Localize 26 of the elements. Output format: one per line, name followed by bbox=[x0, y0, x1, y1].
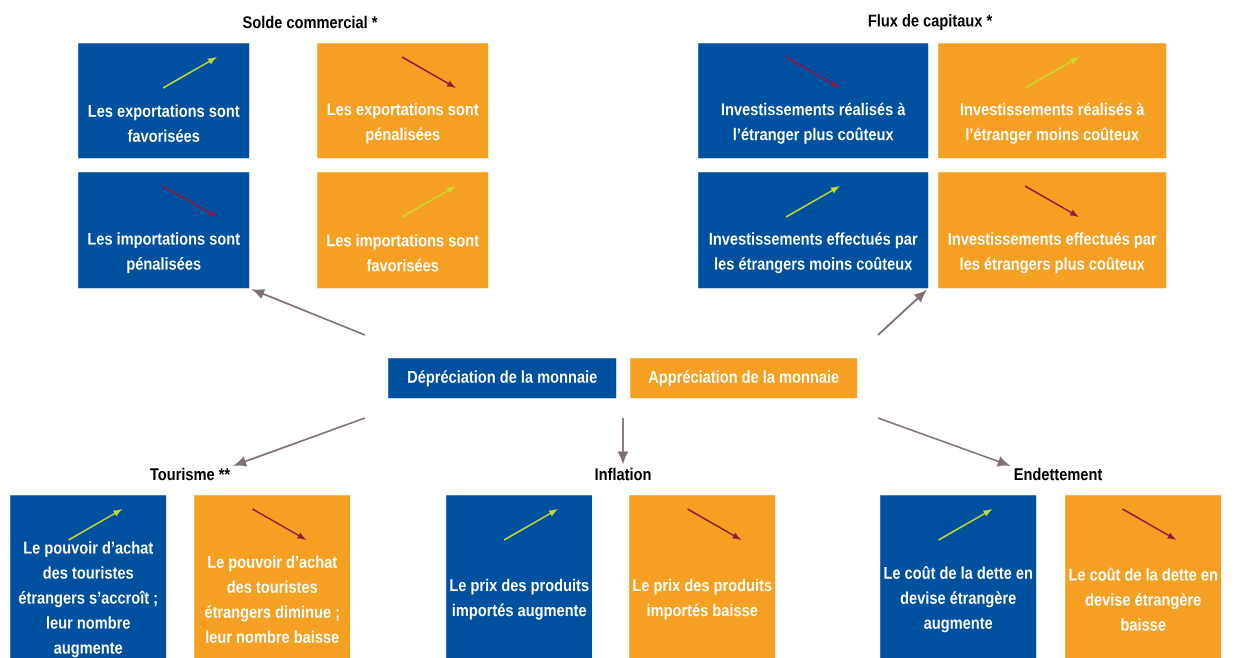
group-heading: Endettement bbox=[1014, 467, 1103, 481]
effect-box: Le pouvoir d’achat des touristes étrangers s’accroît ; leur nombre augmente bbox=[10, 495, 167, 658]
group-heading: Tourisme ** bbox=[150, 467, 231, 481]
effect-box: Investissements effectués par les étrangers plus coûteux bbox=[938, 172, 1167, 289]
group-heading: Inflation bbox=[595, 467, 651, 481]
arrow bbox=[877, 417, 1009, 467]
effect-box: Investissements effectués par les étrangers moins coûteux bbox=[698, 172, 929, 289]
arrow bbox=[618, 417, 628, 463]
currency-box: Appréciation de la monnaie bbox=[630, 358, 858, 399]
effect-box: Le coût de la dette en devise étrangère baisse bbox=[1065, 495, 1222, 658]
arrow bbox=[877, 291, 926, 336]
arrow bbox=[235, 417, 366, 467]
group-heading: Flux de capitaux * bbox=[868, 14, 993, 30]
effect-box: Investissements réalisés à l’étranger moins coûteux bbox=[938, 43, 1167, 159]
effect-box: Les importations sont favorisées bbox=[317, 172, 489, 289]
effect-box: Investissements réalisés à l’étranger plus coûteux bbox=[698, 43, 929, 159]
effect-box: Les importations sont pénalisées bbox=[78, 172, 250, 289]
effect-box: Les exportations sont pénalisées bbox=[317, 43, 489, 159]
currency-box: Dépréciation de la monnaie bbox=[388, 358, 617, 399]
arrow bbox=[253, 289, 366, 336]
group-heading: Solde commercial * bbox=[243, 15, 378, 29]
effect-box: Le coût de la dette en devise étrangère augmente bbox=[880, 495, 1037, 658]
effect-box: Le prix des produits importés augmente bbox=[446, 495, 593, 658]
effect-box: Les exportations sont favorisées bbox=[78, 43, 250, 159]
effect-box: Le prix des produits importés baisse bbox=[629, 495, 776, 658]
effect-box: Le pouvoir d’achat des touristes étrangers diminue ; leur nombre baisse bbox=[194, 495, 351, 658]
